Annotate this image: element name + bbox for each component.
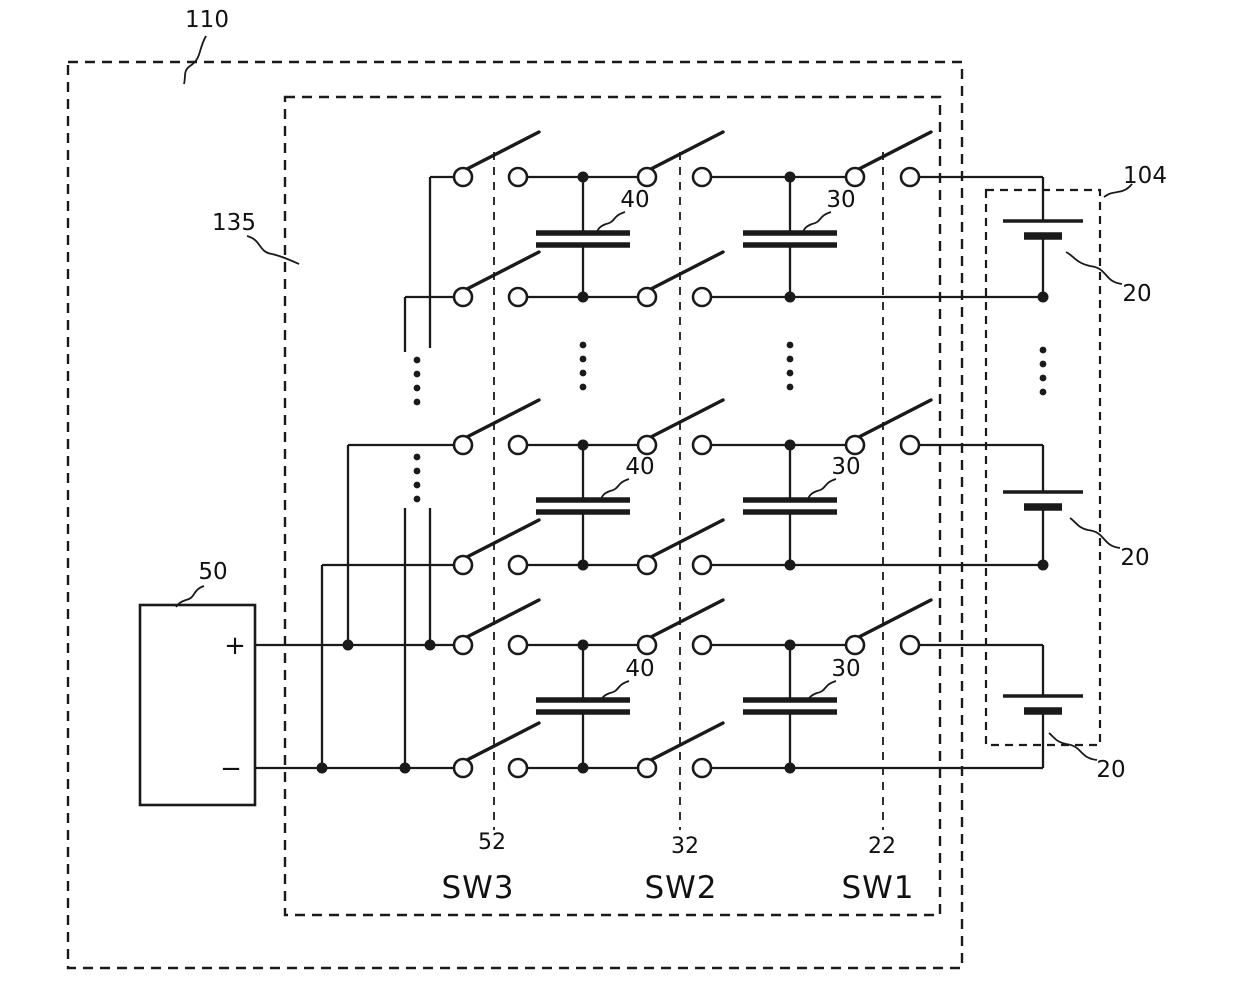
- switch-matrix-box-135: [283, 95, 942, 917]
- node-dot: [784, 171, 796, 183]
- leader-104: [1103, 183, 1133, 198]
- leader-110: [183, 35, 207, 85]
- junction-dots: [316, 171, 1049, 774]
- node-dot: [399, 762, 411, 774]
- battery-ref-2: 20: [1120, 545, 1149, 571]
- node-dot: [784, 762, 796, 774]
- sw3-name-label: SW3: [441, 870, 514, 906]
- capacitor-30-ref-3: 30: [831, 656, 860, 682]
- node-dot: [1037, 559, 1049, 571]
- battery-stack-ref-label: 104: [1123, 163, 1167, 189]
- node-dot: [577, 639, 589, 651]
- capacitor-40-ref-1: 40: [620, 187, 649, 213]
- battery-ref-1: 20: [1122, 281, 1151, 307]
- leader-20-2: [1069, 517, 1121, 549]
- node-dot: [577, 291, 589, 303]
- node-dot: [424, 639, 436, 651]
- capacitor-40-ref-3: 40: [625, 656, 654, 682]
- leader-50: [175, 585, 205, 608]
- leader-30-1: [801, 211, 832, 235]
- sw2-ref-label: 32: [671, 834, 699, 859]
- system-ref-label: 110: [185, 7, 229, 33]
- leader-135: [246, 235, 300, 265]
- node-dot: [577, 559, 589, 571]
- leader-40-2: [599, 478, 630, 502]
- battery-ref-3: 20: [1096, 757, 1125, 783]
- switch-matrix-ref-label: 135: [212, 210, 256, 236]
- node-dot: [784, 439, 796, 451]
- capacitor-30-ref-1: 30: [826, 187, 855, 213]
- minus-terminal-label: −: [220, 754, 242, 784]
- plus-terminal-label: +: [224, 631, 246, 661]
- leader-30-2: [806, 478, 837, 502]
- node-dot: [577, 439, 589, 451]
- leader-40-1: [595, 211, 626, 235]
- switch-column-axes: [493, 152, 884, 830]
- node-dot: [577, 762, 589, 774]
- power-source-box-50: [138, 603, 257, 807]
- capacitor-40-ref-2: 40: [625, 454, 654, 480]
- node-dot: [316, 762, 328, 774]
- node-dot: [577, 171, 589, 183]
- sw1-name-label: SW1: [841, 870, 914, 906]
- system-boundary-box-110: [66, 60, 964, 970]
- sw3-ref-label: 52: [478, 830, 506, 855]
- sw2-name-label: SW2: [644, 870, 717, 906]
- leader-40-3: [599, 680, 630, 702]
- node-dot: [784, 639, 796, 651]
- sw1-ref-label: 22: [868, 834, 896, 859]
- node-dot: [784, 291, 796, 303]
- power-source-ref-label: 50: [198, 559, 227, 585]
- node-dot: [1037, 291, 1049, 303]
- leader-20-3: [1048, 732, 1098, 761]
- node-dot: [342, 639, 354, 651]
- capacitor-30-ref-2: 30: [831, 454, 860, 480]
- leader-30-3: [806, 680, 837, 702]
- leader-lines: [175, 35, 1133, 761]
- node-dot: [784, 559, 796, 571]
- leader-20-1: [1065, 251, 1123, 285]
